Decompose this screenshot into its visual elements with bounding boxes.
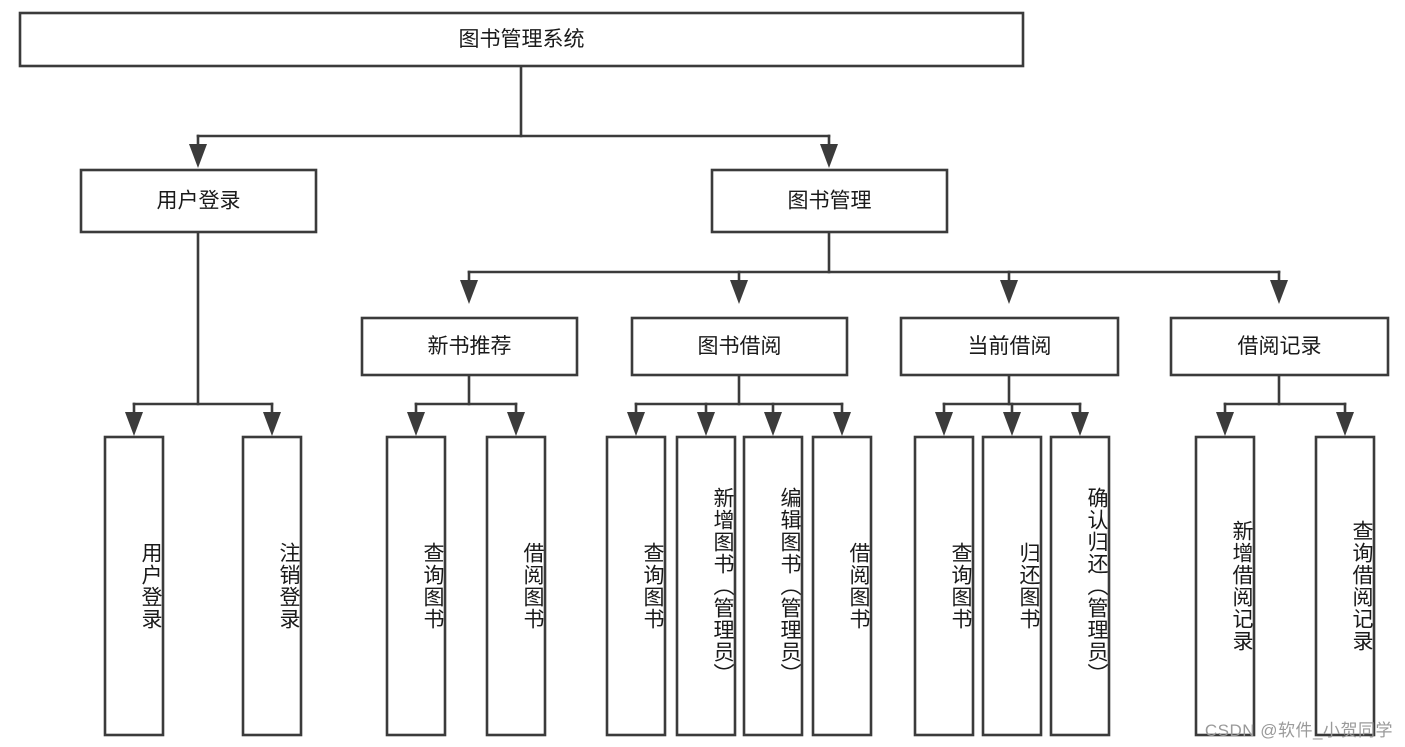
node-label-user-login: 用户登录 bbox=[157, 190, 241, 213]
connector-user-login-bus bbox=[125, 230, 281, 436]
connector-root-bus bbox=[189, 64, 838, 168]
watermark-text: CSDN @软件_小贺同学 bbox=[1204, 721, 1393, 740]
arrow-head-icon bbox=[1003, 412, 1021, 436]
node-box-book-management[interactable] bbox=[710, 168, 949, 234]
node-boxes-layer bbox=[18, 11, 1390, 737]
arrow-head-icon bbox=[125, 412, 143, 436]
connector-current-borrow-bus bbox=[935, 373, 1089, 436]
arrow-head-icon bbox=[507, 412, 525, 436]
connectors-layer bbox=[125, 64, 1354, 436]
arrow-head-icon bbox=[1216, 412, 1234, 436]
node-box-leaf-user-login[interactable] bbox=[103, 435, 165, 737]
node-box-leaf-query-borrow-record[interactable] bbox=[1314, 435, 1376, 737]
node-label-book-borrow: 图书借阅 bbox=[698, 335, 782, 358]
arrow-head-icon bbox=[1336, 412, 1354, 436]
node-box-user-login[interactable] bbox=[79, 168, 318, 234]
connector-book-management-bus bbox=[460, 230, 1288, 304]
node-box-leaf-edit-book[interactable] bbox=[742, 435, 804, 737]
connector-new-book-recommend-bus bbox=[407, 373, 525, 436]
node-label-root: 图书管理系统 bbox=[459, 28, 585, 51]
node-box-new-book-recommend[interactable] bbox=[360, 316, 579, 377]
arrow-head-icon bbox=[1270, 280, 1288, 304]
arrow-head-icon bbox=[1071, 412, 1089, 436]
arrow-head-icon bbox=[189, 144, 207, 168]
node-label-new-book-recommend: 新书推荐 bbox=[428, 335, 512, 358]
arrow-head-icon bbox=[460, 280, 478, 304]
node-box-leaf-add-borrow-record[interactable] bbox=[1194, 435, 1256, 737]
node-box-leaf-borrow-book[interactable] bbox=[811, 435, 873, 737]
node-box-borrow-record[interactable] bbox=[1169, 316, 1390, 377]
connector-borrow-record-bus bbox=[1216, 373, 1354, 436]
node-box-leaf-return-book[interactable] bbox=[981, 435, 1043, 737]
node-box-leaf-query-book-current[interactable] bbox=[913, 435, 975, 737]
arrow-head-icon bbox=[407, 412, 425, 436]
node-box-leaf-user-logout[interactable] bbox=[241, 435, 303, 737]
arrow-head-icon bbox=[1000, 280, 1018, 304]
arrow-head-icon bbox=[627, 412, 645, 436]
node-label-borrow-record: 借阅记录 bbox=[1238, 335, 1322, 358]
arrow-head-icon bbox=[263, 412, 281, 436]
node-box-leaf-query-book-recommend[interactable] bbox=[385, 435, 447, 737]
arrow-head-icon bbox=[935, 412, 953, 436]
arrow-head-icon bbox=[764, 412, 782, 436]
node-box-leaf-add-book[interactable] bbox=[675, 435, 737, 737]
node-box-book-borrow[interactable] bbox=[630, 316, 849, 377]
node-label-book-management: 图书管理 bbox=[788, 190, 872, 213]
node-label-current-borrow: 当前借阅 bbox=[968, 335, 1052, 358]
arrow-head-icon bbox=[833, 412, 851, 436]
node-box-leaf-confirm-return[interactable] bbox=[1049, 435, 1111, 737]
node-box-root[interactable] bbox=[18, 11, 1025, 68]
arrow-head-icon bbox=[820, 144, 838, 168]
node-box-leaf-borrow-book-recommend[interactable] bbox=[485, 435, 547, 737]
arrow-head-icon bbox=[730, 280, 748, 304]
node-box-leaf-query-book-borrow[interactable] bbox=[605, 435, 667, 737]
arrow-head-icon bbox=[697, 412, 715, 436]
node-box-current-borrow[interactable] bbox=[899, 316, 1120, 377]
connector-book-borrow-bus bbox=[627, 373, 851, 436]
